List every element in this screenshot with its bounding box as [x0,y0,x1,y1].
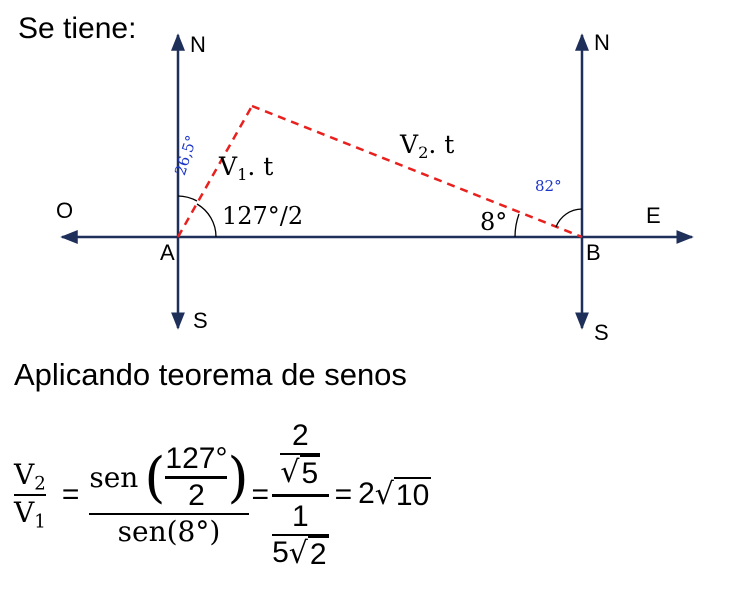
v2-time: . t [428,130,455,159]
south-label-b: S [594,320,609,345]
path-a-to-vertex [176,105,254,238]
half-angle-den: 2 [188,479,205,512]
equals-sign-3: = [334,478,353,511]
lower-fraction-num: 1 [291,499,309,533]
distance-label-v1: V1. t [219,152,273,184]
south-label-a: S [193,308,208,333]
sine-function: sen [89,461,139,494]
sine-ratio: sen ( 127° 2 ) sen(8°) [89,442,249,548]
point-a-label: A [160,240,175,265]
ratio-num-index: 2 [34,473,46,494]
result-value: 2 √10 [358,477,432,513]
sqrt-10: √10 [374,477,432,512]
angle-arc-b-north [555,208,583,228]
velocity-ratio: V2 V1 [14,457,46,533]
upper-fraction-num: 2 [291,418,309,452]
lower-fraction: 1 5 √2 [272,500,329,572]
east-label: E [646,203,661,228]
half-angle-num: 127° [165,442,228,475]
right-paren: ) [227,445,249,509]
v1-time: . t [247,152,274,181]
v1-symbol: V [219,152,238,181]
angle-arc-a-north [177,195,198,202]
compound-fraction: 2 √5 1 5 √2 [272,419,329,572]
angle-label-b-north: 82° [535,177,562,195]
sine-denominator: sen(8°) [117,515,221,548]
sqrt-5: √5 [280,454,321,490]
upper-fraction: 2 √5 [280,418,321,491]
ratio-den-symbol: V [14,496,35,529]
equals-sign-2: = [251,478,270,511]
angle-label-b-west: 8° [480,208,508,236]
half-angle: 127° 2 [165,442,228,513]
ratio-num-symbol: V [14,457,35,491]
method-heading: Aplicando teorema de senos [14,357,407,392]
point-b-label: B [586,240,601,265]
west-label: O [56,198,74,223]
angle-label-a-east: 127°/2 [222,202,304,230]
angle-arc-a-east [196,203,217,238]
sine-rule-formula: V2 V1 = sen ( 127° 2 ) sen(8°) = 2 √5 1 [14,410,432,580]
result-coef: 2 [358,477,375,510]
v1-index: 1 [237,164,248,184]
equals-sign-1: = [61,478,80,511]
sqrt-2: √2 [288,535,329,571]
left-paren: ( [144,445,166,509]
intro-text: Se tiene: [18,12,137,45]
distance-label-v2: V2. t [400,130,454,162]
v2-index: 2 [418,142,429,162]
north-label-a: N [190,32,206,57]
path-vertex-to-b [251,104,583,239]
v2-symbol: V [400,130,419,159]
ratio-den-index: 1 [34,511,46,533]
lower-fraction-coef: 5 [272,535,289,569]
navigation-diagram [60,33,694,330]
angle-arc-b-west [514,213,520,238]
north-label-b: N [594,30,610,55]
